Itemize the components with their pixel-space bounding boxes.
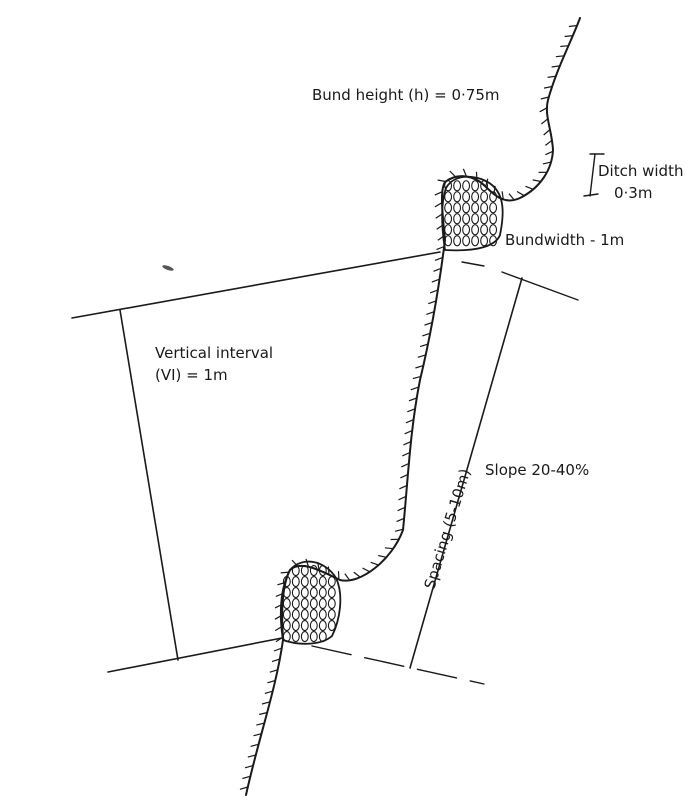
spacing-line xyxy=(409,277,523,669)
spacing-lower-tick xyxy=(311,645,485,685)
spacing-label: Spacing (5-10m) xyxy=(421,467,475,592)
ditch-width-marker xyxy=(583,153,605,197)
bund-height-label: Bund height (h) = 0·75m xyxy=(312,86,500,104)
bund-width-label: Bundwidth - 1m xyxy=(505,231,624,249)
upper-bund xyxy=(441,175,504,252)
vertical-interval-label-line1: Vertical interval xyxy=(155,344,273,362)
lower-level-line xyxy=(107,637,283,673)
vertical-interval-label-line2: (VI) = 1m xyxy=(155,366,228,384)
vertical-interval-line xyxy=(119,309,179,661)
ditch-width-value: 0·3m xyxy=(614,184,652,202)
ditch-width-title: Ditch width xyxy=(598,162,683,180)
slope-label: Slope 20-40% xyxy=(485,461,589,479)
bund-base-tick xyxy=(461,261,485,267)
ink-speck xyxy=(162,265,174,271)
lower-bund xyxy=(279,560,342,645)
upper-bund-stones xyxy=(444,180,498,247)
terrain-profile xyxy=(245,17,581,796)
spacing-upper-tick xyxy=(501,271,579,301)
lower-bund-stones xyxy=(282,565,336,643)
terrain-hatching xyxy=(239,24,578,790)
upper-bund-outline xyxy=(441,175,504,252)
upper-level-line xyxy=(71,251,441,319)
